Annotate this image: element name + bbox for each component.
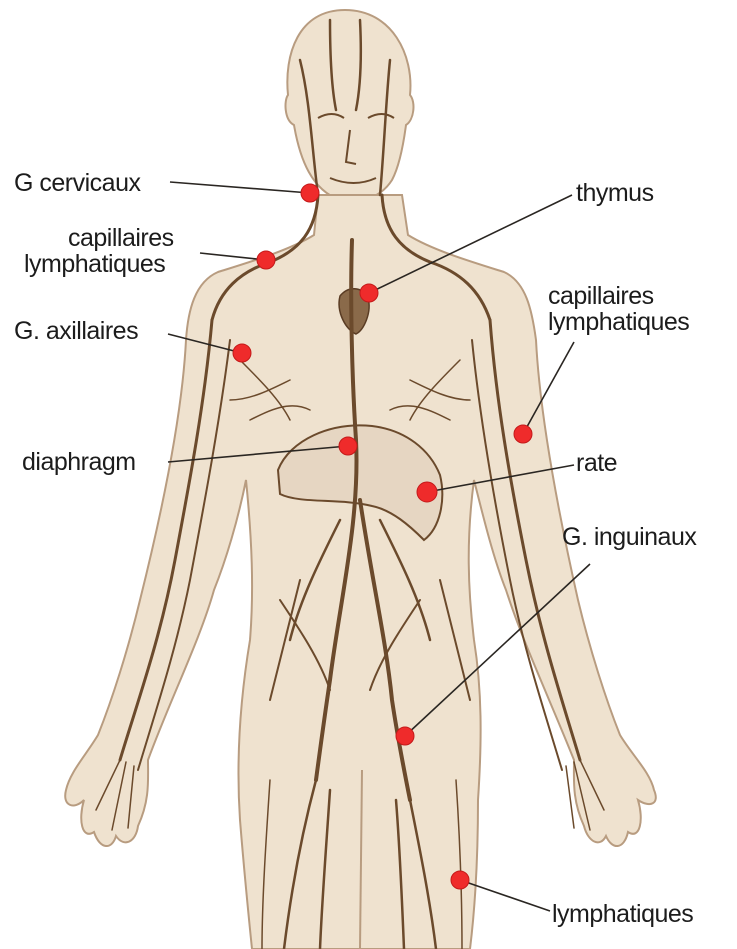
marker-diaphragm [339,437,357,455]
label-spleen: rate [576,449,617,477]
label-capillaries-right-line2: lymphatiques [548,308,689,336]
marker-axillary-nodes [233,344,251,362]
label-capillaries-left-line2: lymphatiques [24,250,165,278]
marker-capillaries-left [257,251,275,269]
body-figure [65,10,656,949]
marker-lymphatics [451,871,469,889]
marker-inguinal-nodes [396,727,414,745]
head-silhouette [286,10,414,202]
label-lymphatics: lymphatiques [552,900,693,928]
label-diaphragm: diaphragm [22,448,136,476]
leader-capillaries-left [200,253,266,260]
label-inguinal-nodes: G. inguinaux [562,523,697,551]
label-capillaries-left-line1: capillaires [68,224,174,252]
leader-cervical [170,182,310,193]
label-axillary-nodes: G. axillaires [14,317,138,345]
marker-thymus [360,284,378,302]
marker-capillaries-right [514,425,532,443]
label-cervical-nodes: G cervicaux [14,169,141,197]
label-capillaries-right-line1: capillaires [548,282,654,310]
label-thymus: thymus [576,179,654,207]
marker-spleen [417,482,437,502]
marker-cervical-nodes [301,184,319,202]
